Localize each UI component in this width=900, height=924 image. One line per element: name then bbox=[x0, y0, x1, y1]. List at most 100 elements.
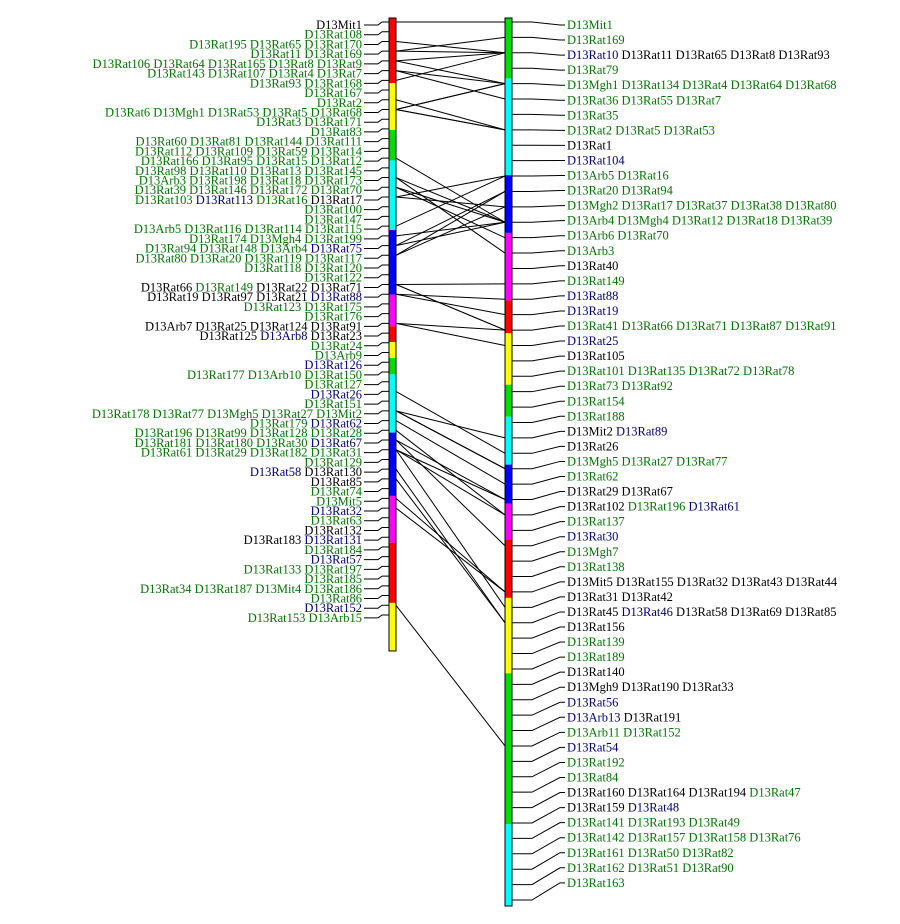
marker-name[interactable]: D13Rat103 bbox=[135, 193, 193, 207]
marker-name[interactable]: D13Rat143 bbox=[147, 67, 205, 81]
marker-name[interactable]: D13Rat2 bbox=[567, 123, 612, 137]
marker-name[interactable]: D13Rat90 bbox=[679, 861, 734, 875]
marker-name[interactable]: D13Rat13 bbox=[247, 164, 302, 178]
marker-name[interactable]: D13Rat135 bbox=[625, 364, 686, 378]
marker-name[interactable]: D13Rat164 bbox=[625, 786, 687, 800]
marker-name[interactable]: D13Rat180 bbox=[192, 436, 253, 450]
right-locus-label[interactable]: D13Rat161 D13Rat50 D13Rat82 bbox=[567, 846, 734, 860]
marker-name[interactable]: D13Arb6 bbox=[567, 229, 614, 243]
right-locus-label[interactable]: D13Mgh2 D13Rat17 D13Rat37 D13Rat38 D13Ra… bbox=[567, 199, 836, 213]
marker-name[interactable]: D13Rat87 bbox=[727, 319, 782, 333]
left-locus-label[interactable]: D13Rat24 bbox=[311, 339, 363, 353]
marker-name[interactable]: D13Rat162 bbox=[567, 861, 625, 875]
marker-name[interactable]: D13Rat32 bbox=[311, 504, 362, 518]
marker-name[interactable]: D13Rat79 bbox=[567, 63, 618, 77]
left-locus-label[interactable]: D13Rat129 bbox=[304, 455, 362, 469]
left-locus-label[interactable]: D13Rat167 bbox=[304, 86, 362, 100]
left-locus-label[interactable]: D13Rat3 D13Rat171 bbox=[256, 115, 362, 129]
left-locus-label[interactable]: D13Mit1 bbox=[316, 18, 362, 32]
marker-name[interactable]: D13Rat26 bbox=[567, 439, 618, 453]
marker-name[interactable]: D13Rat37 bbox=[673, 199, 728, 213]
right-locus-label[interactable]: D13Rat35 bbox=[567, 108, 618, 122]
marker-name[interactable]: D13Rat61 bbox=[685, 500, 740, 514]
marker-name[interactable]: D13Rat32 bbox=[674, 575, 729, 589]
right-locus-label[interactable]: D13Rat162 D13Rat51 D13Rat90 bbox=[567, 861, 734, 875]
left-locus-label[interactable]: D13Rat58 D13Rat130 bbox=[250, 465, 362, 479]
marker-name[interactable]: D13Rat120 bbox=[301, 261, 362, 275]
marker-name[interactable]: D13Arb4 bbox=[567, 214, 615, 228]
marker-name[interactable]: D13Rat183 bbox=[244, 533, 302, 547]
left-locus-label[interactable]: D13Rat178 D13Rat77 D13Mgh5 D13Rat27 D13M… bbox=[92, 407, 362, 421]
right-locus-label[interactable]: D13Rat142 D13Rat157 D13Rat158 D13Rat76 bbox=[567, 831, 801, 845]
marker-name[interactable]: D13Rat191 bbox=[620, 710, 681, 724]
marker-name[interactable]: D13Arb8 bbox=[257, 329, 307, 343]
marker-name[interactable]: D13Rat39 bbox=[135, 183, 186, 197]
marker-name[interactable]: D13Rat65 bbox=[672, 48, 727, 62]
marker-name[interactable]: D13Rat64 bbox=[727, 78, 782, 92]
marker-name[interactable]: D13Rat18 bbox=[247, 174, 302, 188]
right-locus-label[interactable]: D13Mit1 bbox=[567, 18, 613, 32]
marker-name[interactable]: D13Rat53 bbox=[660, 123, 715, 137]
right-locus-label[interactable]: D13Arb11 D13Rat152 bbox=[567, 725, 681, 739]
marker-name[interactable]: D13Rat124 bbox=[247, 319, 309, 333]
marker-name[interactable]: D13Rat54 bbox=[567, 740, 619, 754]
marker-name[interactable]: D13Rat69 bbox=[727, 605, 782, 619]
left-locus-label[interactable]: D13Rat39 D13Rat146 D13Rat172 D13Rat70 bbox=[135, 183, 362, 197]
marker-name[interactable]: D13Rat58 bbox=[250, 465, 301, 479]
left-locus-label[interactable]: D13Rat93 D13Rat168 bbox=[250, 76, 362, 90]
marker-name[interactable]: D13Mit4 bbox=[252, 582, 302, 596]
marker-name[interactable]: D13Rat137 bbox=[567, 515, 625, 529]
left-locus-label[interactable]: D13Arb5 D13Rat116 D13Rat114 D13Rat115 bbox=[134, 222, 362, 236]
marker-name[interactable]: D13Mit5 bbox=[316, 494, 362, 508]
marker-name[interactable]: D13Rat40 bbox=[567, 259, 618, 273]
left-locus-label[interactable]: D13Rat125 D13Arb8 D13Rat23 bbox=[200, 329, 363, 343]
left-locus-label[interactable]: D13Rat196 D13Rat99 D13Rat128 D13Rat28 bbox=[135, 426, 362, 440]
marker-name[interactable]: D13Rat186 bbox=[301, 582, 362, 596]
marker-name[interactable]: D13Rat34 bbox=[140, 582, 192, 596]
marker-name[interactable]: D13Rat89 bbox=[613, 424, 668, 438]
left-locus-label[interactable]: D13Rat153 D13Arb15 bbox=[248, 611, 362, 625]
marker-name[interactable]: D13Rat140 bbox=[567, 665, 625, 679]
marker-name[interactable]: D13Rat15 bbox=[253, 154, 308, 168]
marker-name[interactable]: D13Rat100 bbox=[304, 203, 362, 217]
marker-name[interactable]: D13Mgh1 bbox=[150, 105, 205, 119]
right-locus-label[interactable]: D13Rat19 bbox=[567, 304, 618, 318]
right-locus-label[interactable]: D13Rat20 D13Rat94 bbox=[567, 184, 674, 198]
right-locus-label[interactable]: D13Rat154 bbox=[567, 394, 625, 408]
right-locus-label[interactable]: D13Arb3 bbox=[567, 244, 614, 258]
left-locus-label[interactable]: D13Rat143 D13Rat107 D13Rat4 D13Rat7 bbox=[147, 67, 362, 81]
marker-name[interactable]: D13Rat118 bbox=[244, 261, 301, 275]
marker-name[interactable]: D13Rat172 bbox=[247, 183, 308, 197]
marker-name[interactable]: D13Mgh9 bbox=[567, 680, 618, 694]
right-locus-label[interactable]: D13Rat29 D13Rat67 bbox=[567, 485, 673, 499]
marker-name[interactable]: D13Rat31 bbox=[567, 590, 618, 604]
left-locus-label[interactable]: D13Rat133 D13Rat197 bbox=[244, 562, 362, 576]
marker-name[interactable]: D13Rat56 bbox=[567, 695, 618, 709]
marker-name[interactable]: D13Arb5 bbox=[567, 169, 614, 183]
marker-name[interactable]: D13Rat111 bbox=[302, 135, 362, 149]
right-locus-label[interactable]: D13Rat25 bbox=[567, 334, 618, 348]
marker-name[interactable]: D13Rat30 bbox=[253, 436, 308, 450]
marker-name[interactable]: D13Rat68 bbox=[307, 105, 362, 119]
marker-name[interactable]: D13Rat173 bbox=[301, 174, 362, 188]
right-locus-label[interactable]: D13Rat141 D13Rat193 D13Rat49 bbox=[567, 816, 740, 830]
marker-name[interactable]: D13Rat94 bbox=[145, 242, 197, 256]
marker-name[interactable]: D13Rat105 bbox=[567, 349, 625, 363]
right-locus-label[interactable]: D13Mit5 D13Rat155 D13Rat32 D13Rat43 D13R… bbox=[567, 575, 838, 589]
right-locus-label[interactable]: D13Rat189 bbox=[567, 650, 625, 664]
marker-name[interactable]: D13Rat63 bbox=[311, 514, 362, 528]
left-locus-label[interactable]: D13Rat103 D13Rat113 D13Rat16 D13Rat17 bbox=[135, 193, 362, 207]
marker-name[interactable]: D13Rat85 bbox=[311, 475, 362, 489]
left-locus-label[interactable]: D13Rat74 bbox=[311, 485, 363, 499]
marker-name[interactable]: D13Rat19 bbox=[567, 304, 618, 318]
marker-name[interactable]: D13Rat84 bbox=[567, 771, 619, 785]
left-locus-label[interactable]: D13Rat61 D13Rat29 D13Rat182 D13Rat31 bbox=[141, 446, 362, 460]
marker-name[interactable]: D13Arb11 bbox=[567, 725, 620, 739]
right-locus-label[interactable]: D13Rat56 bbox=[567, 695, 618, 709]
marker-name[interactable]: D13Rat161 bbox=[567, 846, 625, 860]
marker-name[interactable]: D13Rat156 bbox=[567, 620, 625, 634]
left-locus-label[interactable]: D13Rat98 D13Rat110 D13Rat13 D13Rat145 bbox=[135, 164, 362, 178]
marker-name[interactable]: D13Rat91 bbox=[782, 319, 837, 333]
marker-name[interactable]: D13Rat147 bbox=[304, 212, 362, 226]
right-locus-label[interactable]: D13Rat156 bbox=[567, 620, 625, 634]
